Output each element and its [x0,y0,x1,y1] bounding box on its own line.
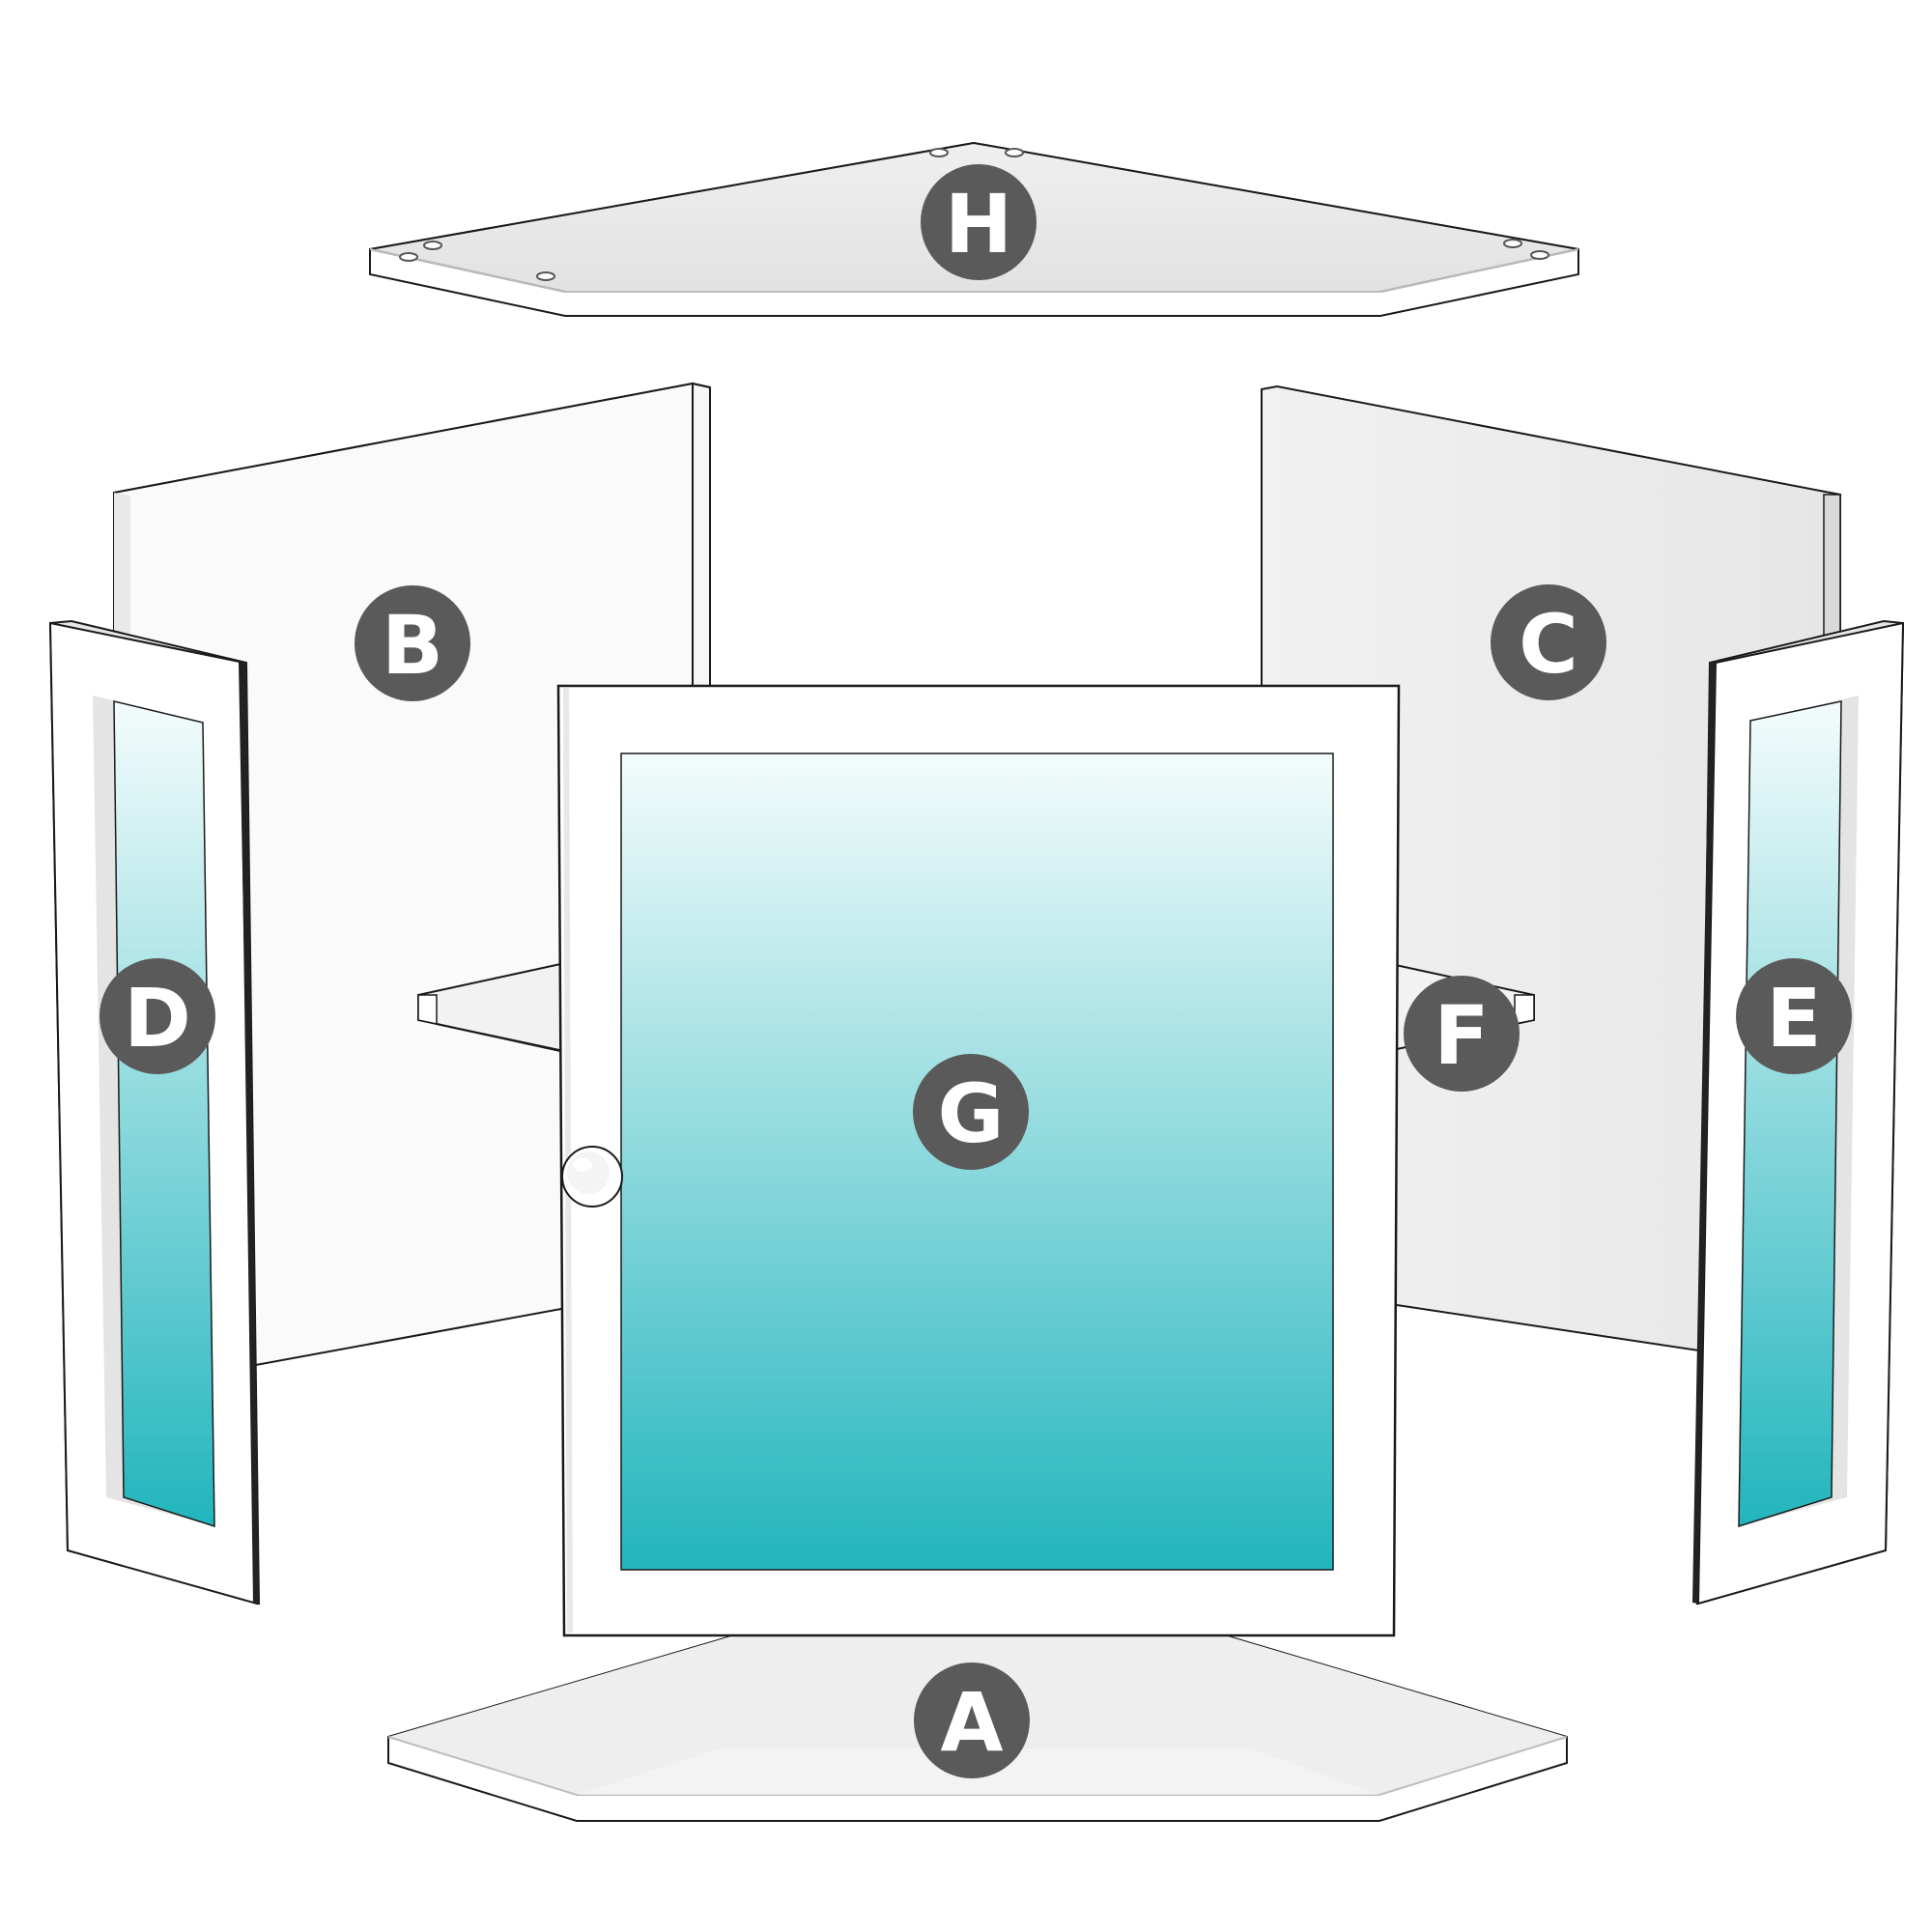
left-door [48,619,261,1605]
label-c: C [1519,597,1578,692]
label-e: E [1766,971,1821,1065]
right-door [1692,619,1905,1605]
label-f: F [1434,988,1489,1083]
label-h-badge: H [921,164,1037,280]
label-h: H [945,177,1012,271]
label-g: G [938,1066,1005,1161]
label-d-badge: D [99,958,215,1074]
door-knob [561,1146,623,1208]
label-f-badge: F [1404,976,1520,1092]
label-b: B [382,598,443,693]
label-e-badge: E [1736,958,1852,1074]
label-d: D [124,971,191,1065]
dowel-holes [399,148,1549,281]
label-a: A [940,1675,1003,1770]
label-c-badge: C [1491,584,1606,700]
label-b-badge: B [355,585,470,701]
label-g-badge: G [913,1054,1029,1170]
label-a-badge: A [914,1662,1030,1778]
